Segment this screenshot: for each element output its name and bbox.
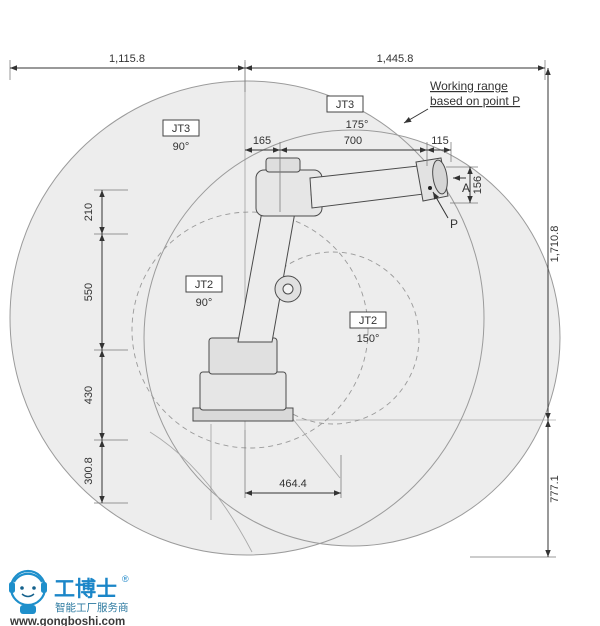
envelope-circle-left xyxy=(9,80,485,556)
dim-left-3-value: 430 xyxy=(83,386,95,404)
robot-elbow-joint-hub xyxy=(282,283,294,295)
envelope-circle-right xyxy=(143,129,561,547)
mascot-eye-left xyxy=(20,586,24,590)
wrist-dimension: 156 A P xyxy=(432,166,484,231)
mascot-head xyxy=(9,569,47,607)
point-p-leader xyxy=(432,191,449,219)
mascot-eye-right xyxy=(32,586,36,590)
jt3-top-angle: 175° xyxy=(346,119,369,131)
dim-right-upper-value: 1,710.8 xyxy=(549,226,561,263)
mascot-headband xyxy=(13,572,43,583)
registered-mark: ® xyxy=(122,574,129,584)
dim-arm-1-value: 165 xyxy=(253,135,271,147)
robot-turret xyxy=(208,337,278,375)
dim-arm-3-value: 115 xyxy=(431,135,449,147)
dim-left-2-value: 550 xyxy=(83,283,95,301)
dim-top-left-value: 1,115.8 xyxy=(109,53,145,65)
robot-flange xyxy=(432,159,448,195)
jt3-left-label: JT3 xyxy=(172,123,190,135)
logo-website: www.gongboshi.com xyxy=(9,616,125,626)
joint-labels: JT3 90° JT3 175° JT2 90° JT2 150° xyxy=(162,95,387,345)
working-range-note-line1: Working range xyxy=(430,79,508,93)
logo: 工博士 ® 智能工厂服务商 www.gongboshi.com xyxy=(9,569,129,626)
mascot-smile xyxy=(21,593,35,598)
robot-motor-box xyxy=(265,157,301,173)
dim-bottom-value: 464.4 xyxy=(279,478,307,490)
dim-right-lower-value: 777.1 xyxy=(549,475,561,503)
point-p-label: P xyxy=(450,217,458,231)
working-range-note-line2: based on point P xyxy=(430,94,520,108)
lower-envelope-arc xyxy=(149,431,253,553)
mascot-body xyxy=(20,605,36,614)
dim-arm-2-value: 700 xyxy=(344,135,362,147)
top-dimensions: 1,115.8 1,445.8 xyxy=(9,53,546,92)
jt2-right-box xyxy=(349,311,387,329)
jt3-left-angle: 90° xyxy=(173,141,190,153)
robot-base-body xyxy=(199,371,287,411)
logo-tagline: 智能工厂服务商 xyxy=(55,601,129,614)
inner-range-circle-left xyxy=(131,211,369,449)
jt2-right-label: JT2 xyxy=(359,315,377,327)
bottom-dimension: 464.4 xyxy=(244,430,342,498)
dim-wrist-value: 156 xyxy=(472,176,484,194)
right-dimensions: 1,710.8 777.1 xyxy=(470,68,561,558)
working-range-note: Working range based on point P xyxy=(403,79,520,124)
jt3-top-label: JT3 xyxy=(336,99,354,111)
dim-left-1-value: 210 xyxy=(83,203,95,221)
dim-top-right-value: 1,445.8 xyxy=(377,53,414,65)
mascot-ear-right xyxy=(41,582,47,593)
working-range-leader xyxy=(403,108,429,124)
logo-brand: 工博士 xyxy=(54,577,117,601)
inner-range-circle-right xyxy=(246,251,420,425)
jt3-top-box xyxy=(326,95,364,113)
arm-dimensions: 165 700 115 xyxy=(245,135,452,212)
envelope-circle-right-fill xyxy=(144,130,560,546)
point-p-marker xyxy=(428,186,432,190)
dim-left-4-value: 300.8 xyxy=(83,457,95,485)
left-dimensions: 210 550 430 300.8 xyxy=(83,189,128,504)
view-a-label: A xyxy=(462,181,470,195)
jt2-left-angle: 90° xyxy=(196,297,213,309)
mascot-ear-left xyxy=(9,582,15,593)
jt3-left-box xyxy=(162,119,200,137)
jt2-right-angle: 150° xyxy=(357,333,380,345)
jt2-left-box xyxy=(185,275,223,293)
mascot-icon xyxy=(9,569,47,614)
robot-silhouette xyxy=(192,157,449,422)
envelope-detail-line xyxy=(291,417,341,479)
jt2-left-label: JT2 xyxy=(195,279,213,291)
